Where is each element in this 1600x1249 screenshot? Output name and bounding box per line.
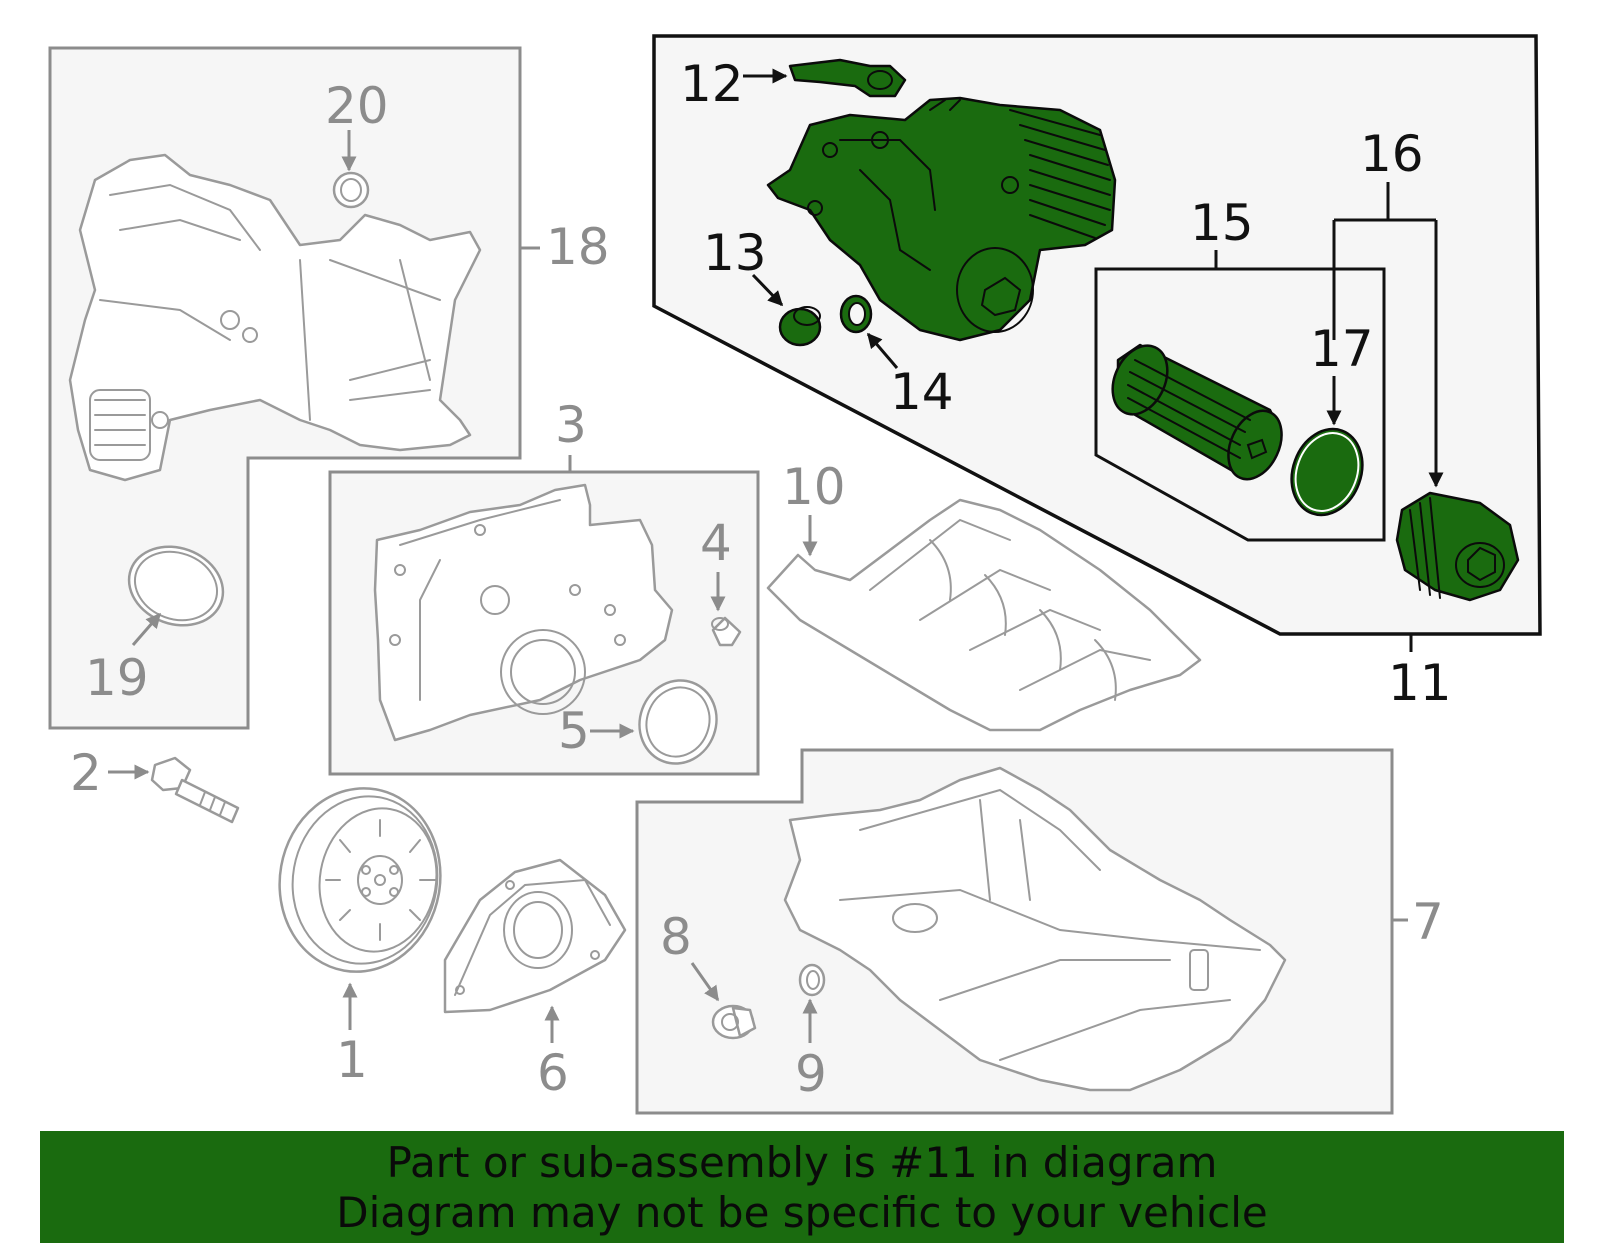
part-14-seal[interactable] (839, 294, 873, 334)
part-2-bolt[interactable] (150, 756, 240, 824)
banner-line-2: Diagram may not be specific to your vehi… (336, 1188, 1268, 1237)
part-12-gasket[interactable] (788, 58, 907, 98)
part-7-oil-pan[interactable] (783, 766, 1287, 1092)
part-13-plug[interactable] (778, 306, 822, 347)
callout-8: 8 (660, 908, 692, 966)
callout-1: 1 (336, 1031, 368, 1089)
part-20-seal-ring[interactable] (332, 171, 370, 209)
callout-15: 15 (1190, 194, 1254, 252)
part-16-filter-cap[interactable] (1395, 491, 1520, 602)
callout-12: 12 (680, 55, 744, 113)
callout-20: 20 (325, 77, 389, 135)
part-10-lower-crankcase[interactable] (766, 498, 1202, 732)
part-9-washer[interactable] (798, 963, 826, 997)
part-5-front-seal[interactable] (628, 670, 728, 775)
callout-6: 6 (537, 1044, 569, 1102)
callout-7: 7 (1412, 893, 1444, 951)
part-8-drain-plug[interactable] (711, 1004, 757, 1040)
group-box-15 (1094, 267, 1386, 542)
callout-3: 3 (555, 396, 587, 454)
callout-10: 10 (782, 458, 846, 516)
callout-19: 19 (85, 649, 149, 707)
callout-13: 13 (703, 224, 767, 282)
callout-5: 5 (558, 702, 590, 760)
callout-9: 9 (795, 1045, 827, 1103)
callout-16: 16 (1360, 125, 1424, 183)
info-banner: Part or sub-assembly is #11 in diagram D… (40, 1131, 1564, 1243)
callout-4: 4 (700, 514, 732, 572)
part-4-dowel[interactable] (711, 616, 742, 647)
callout-11: 11 (1388, 654, 1452, 712)
callout-17: 17 (1310, 320, 1374, 378)
part-18-oil-module-assembly[interactable] (68, 153, 482, 482)
part-17-o-ring[interactable] (1280, 419, 1374, 525)
callout-18: 18 (546, 218, 610, 276)
callout-14: 14 (890, 363, 954, 421)
banner-line-1: Part or sub-assembly is #11 in diagram (386, 1138, 1218, 1187)
part-11-oil-filter-housing[interactable] (766, 96, 1117, 342)
part-3-front-cover[interactable] (373, 483, 674, 742)
part-19-o-ring[interactable] (118, 534, 234, 638)
callout-2: 2 (70, 744, 102, 802)
part-1-crank-pulley[interactable] (265, 776, 455, 985)
part-6-rear-seal-housing[interactable] (443, 858, 627, 1014)
part-15-filter-element[interactable] (1102, 337, 1292, 488)
